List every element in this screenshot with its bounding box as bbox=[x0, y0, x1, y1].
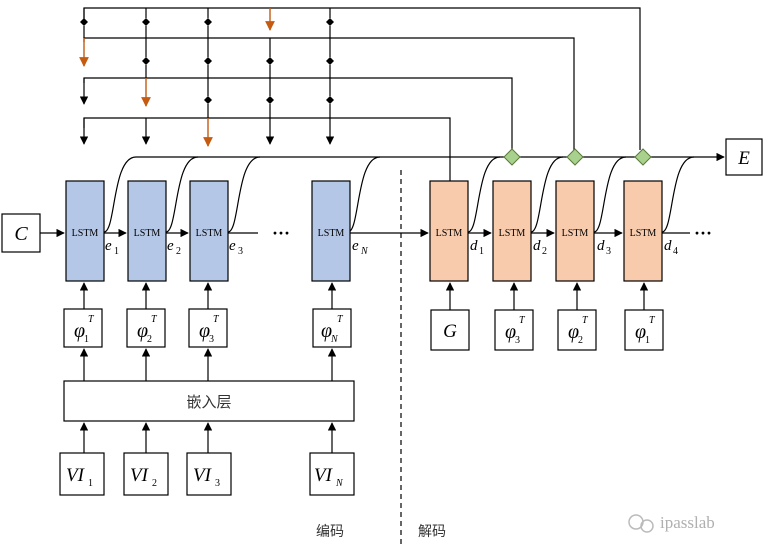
phi-1: φ bbox=[74, 320, 85, 342]
encoder-ellipsis: ··· bbox=[272, 223, 290, 243]
encode-label: 编码 bbox=[316, 524, 344, 540]
decoder-lstm-1 bbox=[429, 180, 469, 282]
decoder-phi-boxes bbox=[494, 309, 664, 351]
svg-text:T: T bbox=[649, 315, 656, 326]
svg-text:1: 1 bbox=[645, 335, 650, 346]
encoder-lstm-N bbox=[311, 180, 351, 282]
svg-text:2: 2 bbox=[147, 334, 152, 345]
output-e-box bbox=[725, 138, 763, 176]
decoder-lstm-2 bbox=[492, 180, 532, 282]
svg-text:LSTM: LSTM bbox=[499, 228, 526, 239]
svg-text:d: d bbox=[597, 238, 605, 254]
svg-text:LSTM: LSTM bbox=[562, 228, 589, 239]
svg-text:d: d bbox=[664, 238, 672, 254]
attention-bus bbox=[83, 7, 641, 181]
svg-text:T: T bbox=[582, 315, 589, 326]
bus-row-1 bbox=[83, 7, 641, 150]
phi-2: φ bbox=[137, 320, 148, 342]
svg-text:2: 2 bbox=[578, 335, 583, 346]
attention-diamonds bbox=[503, 148, 652, 166]
svg-text:N: N bbox=[330, 334, 339, 345]
encoder-outputs: e 1 e 2 e 3 e N bbox=[105, 238, 369, 257]
svg-text:d: d bbox=[533, 238, 541, 254]
svg-text:1: 1 bbox=[84, 334, 89, 345]
svg-text:e: e bbox=[167, 238, 174, 254]
encoder-lstm-3 bbox=[189, 180, 229, 282]
vi-1: VI bbox=[66, 465, 86, 486]
svg-text:3: 3 bbox=[215, 478, 220, 489]
svg-text:N: N bbox=[335, 478, 344, 489]
watermark: ipasslab bbox=[628, 513, 715, 533]
g-label: G bbox=[443, 321, 457, 342]
vi-N: VI bbox=[314, 465, 334, 486]
encoder-lstm-1 bbox=[65, 180, 105, 282]
svg-text:4: 4 bbox=[673, 246, 678, 257]
svg-text:3: 3 bbox=[515, 335, 520, 346]
dec-phi-3: φ bbox=[505, 321, 516, 343]
decoder-lstm-4 bbox=[623, 180, 663, 282]
encoder-phi-boxes bbox=[63, 308, 352, 348]
svg-text:LSTM: LSTM bbox=[72, 228, 99, 239]
svg-text:e: e bbox=[352, 238, 359, 254]
svg-text:T: T bbox=[88, 314, 95, 325]
diamond-3 bbox=[634, 148, 652, 166]
svg-text:1: 1 bbox=[114, 246, 119, 257]
svg-text:1: 1 bbox=[88, 478, 93, 489]
svg-text:N: N bbox=[360, 246, 369, 257]
svg-text:e: e bbox=[229, 238, 236, 254]
dec-phi-2: φ bbox=[568, 321, 579, 343]
svg-text:2: 2 bbox=[542, 246, 547, 257]
vi-2: VI bbox=[130, 465, 150, 486]
decoder-ellipsis: ··· bbox=[694, 223, 712, 243]
bus-row-2 bbox=[83, 37, 575, 150]
bus-row-3 bbox=[83, 77, 513, 150]
decoder-lstm-3 bbox=[555, 180, 595, 282]
svg-text:LSTM: LSTM bbox=[196, 228, 223, 239]
svg-text:e: e bbox=[105, 238, 112, 254]
svg-text:T: T bbox=[519, 315, 526, 326]
watermark-text: ipasslab bbox=[660, 513, 715, 532]
diamond-2 bbox=[566, 148, 584, 166]
g-input-box bbox=[430, 309, 470, 351]
svg-text:1: 1 bbox=[479, 246, 484, 257]
svg-text:T: T bbox=[337, 314, 344, 325]
svg-text:d: d bbox=[470, 238, 478, 254]
svg-text:LSTM: LSTM bbox=[318, 228, 345, 239]
svg-text:3: 3 bbox=[238, 246, 243, 257]
phi-N: φ bbox=[321, 320, 332, 342]
svg-text:LSTM: LSTM bbox=[134, 228, 161, 239]
output-e-label: E bbox=[737, 148, 750, 169]
context-label: C bbox=[14, 223, 28, 245]
diamond-1 bbox=[503, 148, 521, 166]
svg-text:LSTM: LSTM bbox=[436, 228, 463, 239]
encoder-lstm-2 bbox=[127, 180, 167, 282]
svg-text:LSTM: LSTM bbox=[630, 228, 657, 239]
svg-text:T: T bbox=[151, 314, 158, 325]
context-input-box bbox=[1, 213, 41, 253]
encoder-lstm-cells: LSTM LSTM LSTM LSTM bbox=[65, 180, 351, 282]
svg-text:2: 2 bbox=[152, 478, 157, 489]
bus-drops bbox=[79, 8, 335, 147]
stream-curves bbox=[103, 156, 695, 233]
dec-phi-1: φ bbox=[635, 321, 646, 343]
svg-text:3: 3 bbox=[606, 246, 611, 257]
embedding-layer-label: 嵌入层 bbox=[186, 394, 231, 411]
bus-row-4 bbox=[83, 117, 451, 181]
vi-3: VI bbox=[193, 465, 213, 486]
decoder-lstm-cells: LSTM LSTM LSTM LSTM bbox=[429, 180, 663, 282]
embedding-layer-box bbox=[63, 380, 355, 422]
vi-input-boxes bbox=[59, 452, 355, 496]
decode-label: 解码 bbox=[418, 524, 446, 540]
decoder-outputs: d 1 d 2 d 3 d 4 bbox=[470, 238, 678, 257]
svg-text:T: T bbox=[213, 314, 220, 325]
phi-3: φ bbox=[199, 320, 210, 342]
svg-text:3: 3 bbox=[209, 334, 214, 345]
svg-text:2: 2 bbox=[176, 246, 181, 257]
